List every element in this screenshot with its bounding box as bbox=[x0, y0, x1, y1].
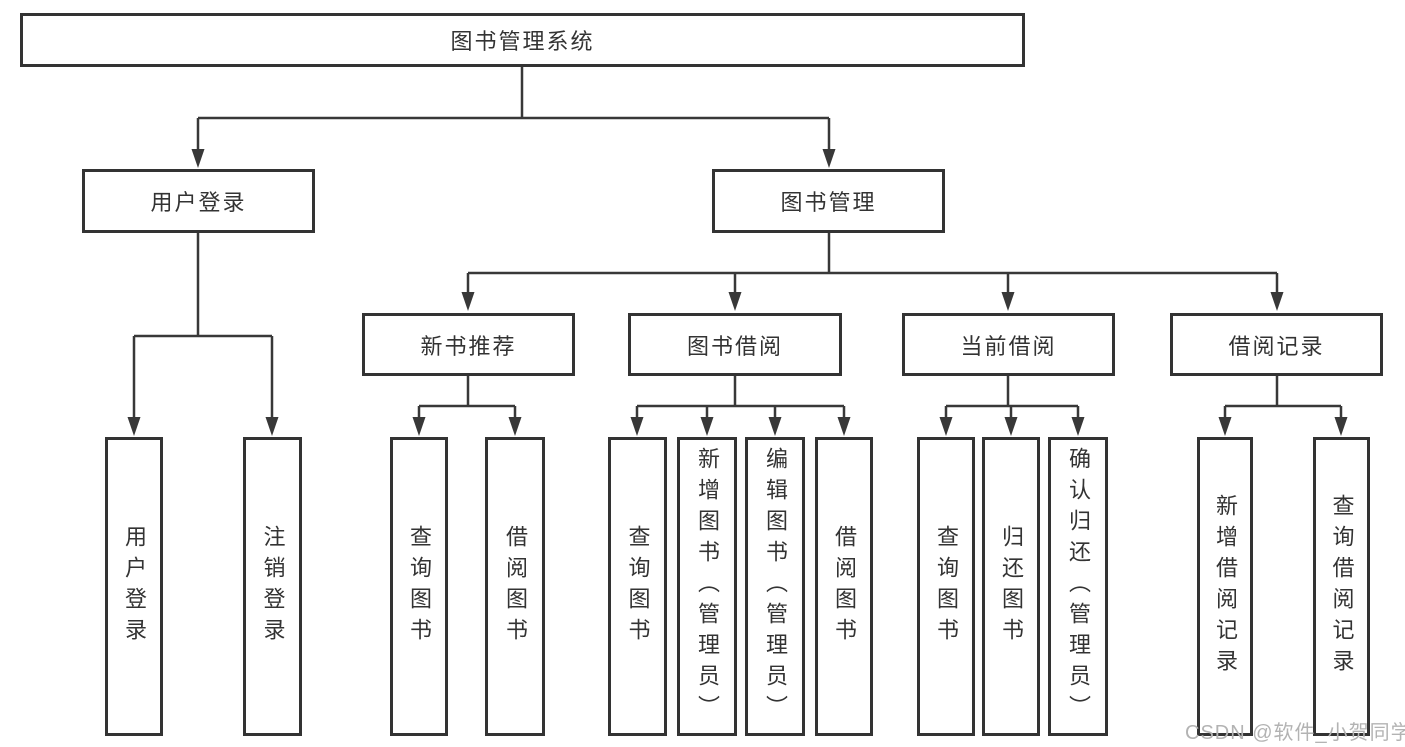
node-add-borrow-record: 新增借阅记录 bbox=[1197, 437, 1253, 736]
node-label: 新增图书（管理员） bbox=[695, 447, 720, 726]
node-book-management-label: 图书管理 bbox=[780, 190, 877, 215]
node-label: 查询借阅记录 bbox=[1329, 493, 1355, 680]
node-add-book-admin: 新增图书（管理员） bbox=[677, 437, 737, 736]
node-label: 注销登录 bbox=[260, 524, 286, 649]
node-label: 编辑图书（管理员） bbox=[763, 447, 788, 726]
arrowhead bbox=[127, 417, 141, 436]
node-current-borrowing: 当前借阅 bbox=[902, 313, 1115, 376]
node-new-book-recommendation: 新书推荐 bbox=[362, 313, 575, 376]
node-query-borrow-record: 查询借阅记录 bbox=[1313, 437, 1370, 736]
node-label: 查询图书 bbox=[934, 524, 959, 649]
node-label: 查询图书 bbox=[407, 524, 432, 649]
node-edit-book-admin: 编辑图书（管理员） bbox=[745, 437, 805, 736]
node-query-books-borrowing: 查询图书 bbox=[608, 437, 667, 736]
node-user-login-label: 用户登录 bbox=[150, 190, 247, 215]
node-return-books: 归还图书 bbox=[982, 437, 1040, 736]
node-borrowing-records: 借阅记录 bbox=[1170, 313, 1383, 376]
node-root: 图书管理系统 bbox=[20, 13, 1025, 67]
node-current-borrowing-label: 当前借阅 bbox=[960, 333, 1057, 359]
node-query-books-current: 查询图书 bbox=[917, 437, 975, 736]
arrowhead bbox=[630, 417, 644, 436]
arrowhead bbox=[1270, 292, 1284, 311]
arrowhead bbox=[1334, 417, 1348, 436]
arrowhead bbox=[700, 417, 714, 436]
arrowhead bbox=[837, 417, 851, 436]
node-label: 借阅图书 bbox=[832, 524, 857, 649]
arrowhead bbox=[1001, 292, 1015, 311]
node-borrow-books: 借阅图书 bbox=[815, 437, 873, 736]
node-label: 查询图书 bbox=[625, 524, 651, 649]
node-book-management: 图书管理 bbox=[712, 169, 945, 233]
arrowhead bbox=[768, 417, 782, 436]
arrowhead bbox=[822, 149, 836, 168]
node-label: 借阅图书 bbox=[503, 524, 528, 649]
arrowhead bbox=[939, 417, 953, 436]
node-logout-action: 注销登录 bbox=[243, 437, 302, 736]
node-label: 新增借阅记录 bbox=[1213, 493, 1238, 680]
node-borrow-books-recommend: 借阅图书 bbox=[485, 437, 545, 736]
tree-edges bbox=[132, 67, 1343, 420]
node-book-borrowing: 图书借阅 bbox=[628, 313, 842, 376]
arrowhead bbox=[412, 417, 426, 436]
node-book-borrowing-label: 图书借阅 bbox=[686, 333, 783, 359]
node-label: 确认归还（管理员） bbox=[1066, 447, 1091, 726]
node-label: 归还图书 bbox=[999, 524, 1024, 649]
node-root-label: 图书管理系统 bbox=[450, 29, 595, 54]
node-borrowing-records-label: 借阅记录 bbox=[1228, 333, 1325, 359]
node-user-login: 用户登录 bbox=[82, 169, 315, 233]
arrowhead bbox=[508, 417, 522, 436]
watermark: CSDN @软件_小贺同学 bbox=[1185, 722, 1405, 744]
arrowhead bbox=[265, 417, 279, 436]
node-confirm-return-admin: 确认归还（管理员） bbox=[1048, 437, 1108, 736]
node-new-book-recommendation-label: 新书推荐 bbox=[420, 333, 517, 359]
arrowhead bbox=[461, 292, 475, 311]
arrowhead bbox=[1218, 417, 1232, 436]
node-query-books-recommend: 查询图书 bbox=[390, 437, 448, 736]
arrowhead bbox=[728, 292, 742, 311]
node-label: 用户登录 bbox=[122, 524, 147, 649]
arrowhead bbox=[1004, 417, 1018, 436]
node-user-login-action: 用户登录 bbox=[105, 437, 163, 736]
arrowhead bbox=[191, 149, 205, 168]
arrowhead bbox=[1071, 417, 1085, 436]
